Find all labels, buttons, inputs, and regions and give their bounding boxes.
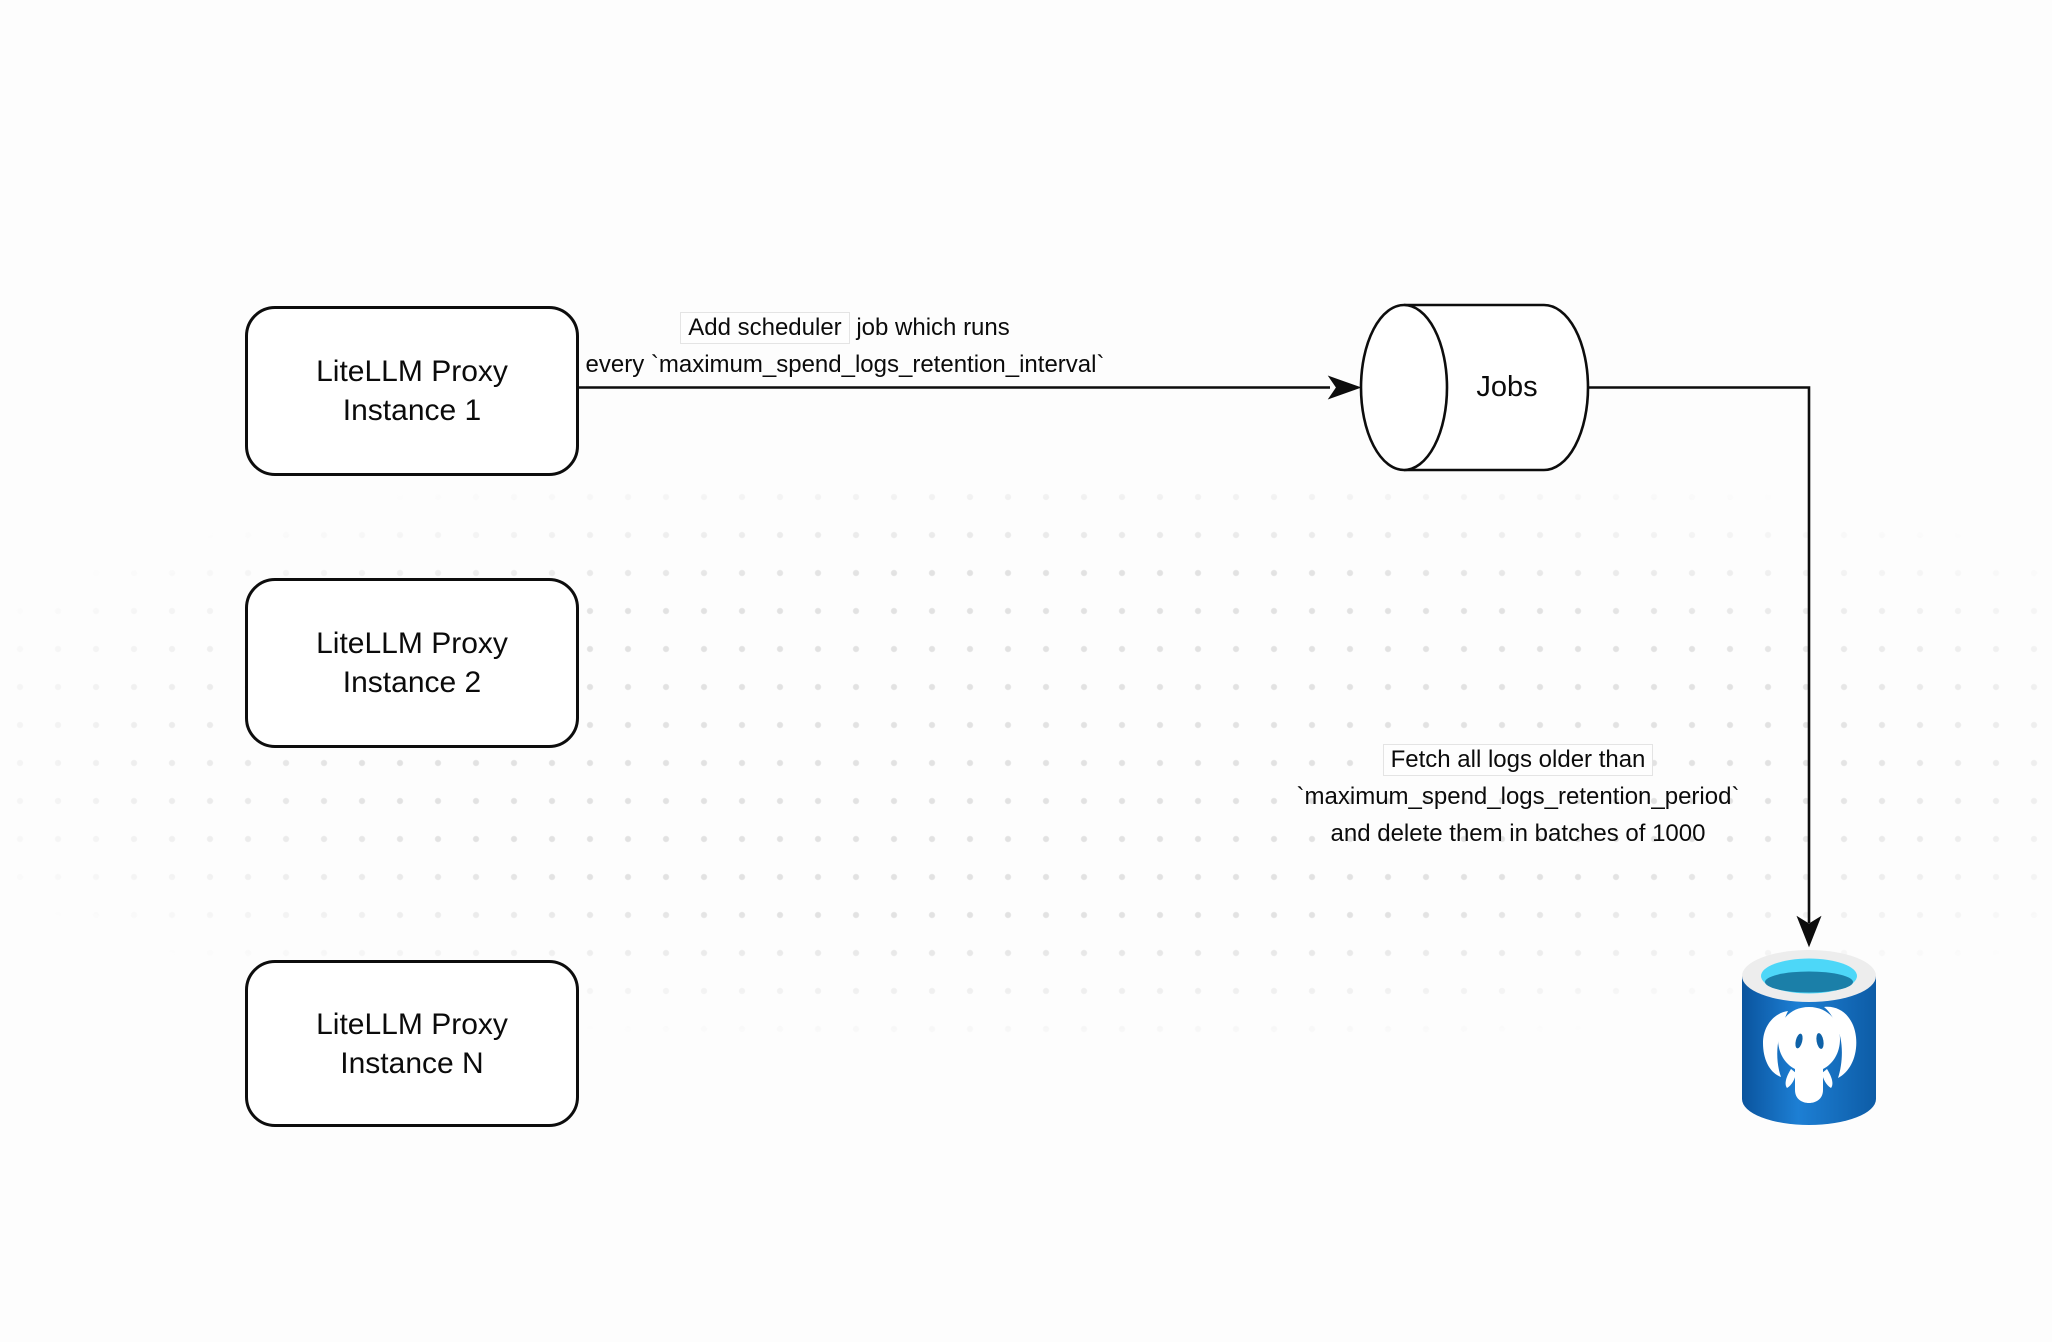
node-label-line: Instance 1 xyxy=(342,394,482,427)
edge-label-line: and delete them in batches of 1000 xyxy=(1330,820,1706,847)
node-label-line: LiteLLM Proxy xyxy=(316,355,508,388)
edge-label-boxed-text: Add scheduler xyxy=(680,312,850,344)
arrowhead-down-icon xyxy=(1796,915,1822,948)
arrowhead-right-icon xyxy=(1327,375,1362,400)
edge-label-line: Add scheduler job which runs xyxy=(560,309,1130,346)
edge-label-line: `maximum_spend_logs_retention_period` xyxy=(1296,783,1740,810)
edge-label-line: every `maximum_spend_logs_retention_inte… xyxy=(585,351,1105,378)
node-label-line: LiteLLM Proxy xyxy=(316,1007,508,1041)
node-label-line: Instance 2 xyxy=(342,666,482,699)
edge-fetch-delete-arrow xyxy=(1589,386,1822,948)
edge-add-scheduler-arrow xyxy=(578,375,1362,400)
node-label-line: Instance N xyxy=(340,1046,484,1080)
edge-label-add-scheduler: Add scheduler job which runs every `maxi… xyxy=(560,309,1130,383)
jobs-node-label: Jobs xyxy=(1476,371,1538,403)
edge-label-line: Fetch all logs older than xyxy=(1228,741,1808,778)
node-label-line: LiteLLM Proxy xyxy=(316,627,508,660)
jobs-queue-cylinder xyxy=(1359,303,1590,472)
postgres-elephant-glyph xyxy=(1763,1006,1857,1103)
edge-label-text: job which runs xyxy=(849,314,1010,341)
elephant-eyes xyxy=(1795,1033,1824,1049)
node-litellm-proxy-instance-n: LiteLLM Proxy Instance N xyxy=(245,960,579,1127)
edge-label-boxed-text: Fetch all logs older than xyxy=(1382,744,1654,776)
postgresql-icon xyxy=(1742,950,1876,1125)
node-litellm-proxy-instance-1: LiteLLM Proxy Instance 1 xyxy=(245,306,579,476)
edge-label-fetch-delete: Fetch all logs older than `maximum_spend… xyxy=(1228,741,1808,852)
node-litellm-proxy-instance-2: LiteLLM Proxy Instance 2 xyxy=(245,578,579,748)
